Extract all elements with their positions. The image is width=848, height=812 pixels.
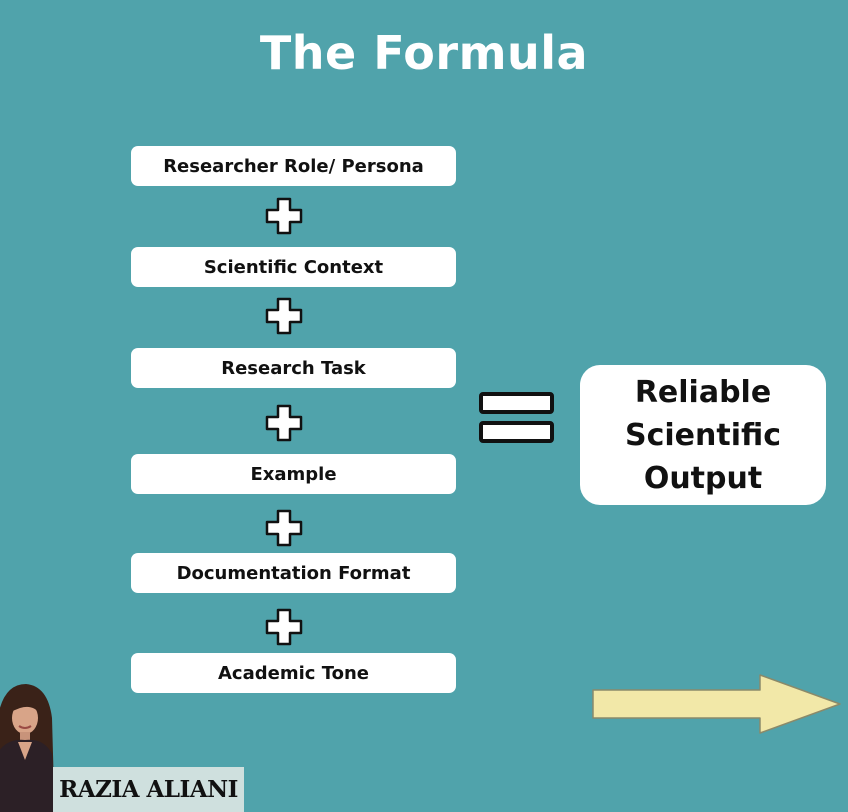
plus-icon: [265, 297, 303, 335]
plus-icon: [265, 404, 303, 442]
author-name: RAZIA ALIANI: [53, 767, 244, 812]
plus-icon: [265, 197, 303, 235]
plus-icon: [265, 608, 303, 646]
component-documentation-format: Documentation Format: [131, 553, 456, 593]
component-academic-tone: Academic Tone: [131, 653, 456, 693]
component-researcher-role: Researcher Role/ Persona: [131, 146, 456, 186]
arrow-right-icon[interactable]: [592, 674, 842, 734]
equals-icon: [479, 392, 554, 443]
page-title: The Formula: [259, 26, 589, 80]
component-research-task: Research Task: [131, 348, 456, 388]
component-example: Example: [131, 454, 456, 494]
result-box: Reliable Scientific Output: [580, 365, 826, 505]
component-scientific-context: Scientific Context: [131, 247, 456, 287]
plus-icon: [265, 509, 303, 547]
author-avatar: [0, 684, 56, 812]
